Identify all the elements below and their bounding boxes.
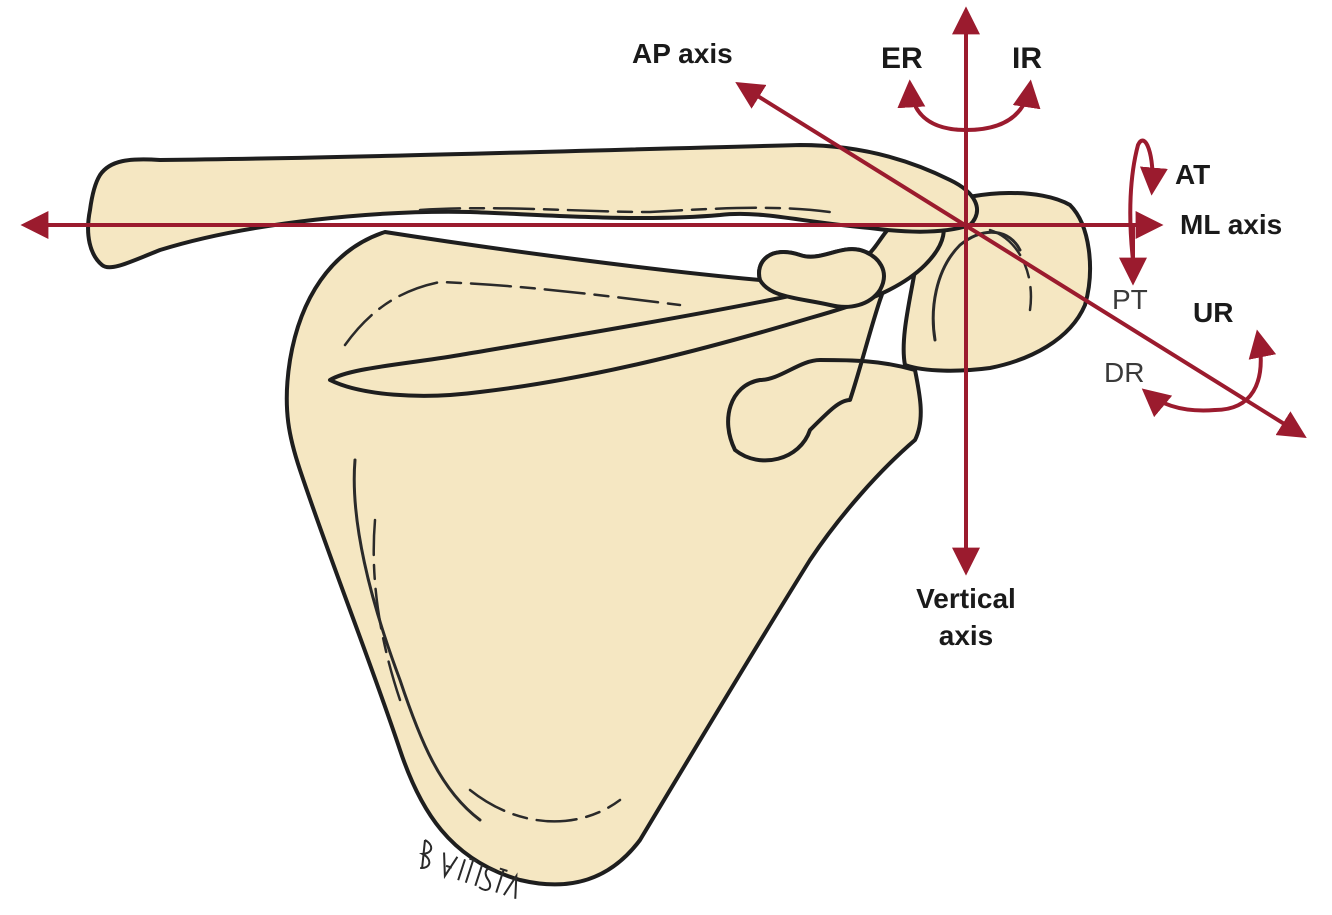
ml-axis-label: ML axis: [1180, 209, 1282, 240]
er-label: ER: [881, 42, 923, 75]
ir-rotation-arrow: [966, 85, 1030, 130]
ur-label: UR: [1193, 297, 1233, 328]
at-label: AT: [1175, 159, 1210, 190]
dr-label: DR: [1104, 357, 1144, 388]
er-rotation-arrow: [910, 85, 966, 130]
ir-label: IR: [1012, 42, 1042, 75]
vertical-axis-label-line1: Vertical: [916, 583, 1016, 614]
dr-rotation-arrow: [1146, 392, 1215, 410]
scapula: [287, 193, 1090, 884]
vertical-axis-label-line2: axis: [939, 620, 994, 651]
ur-rotation-arrow: [1215, 335, 1261, 410]
ap-axis-label: AP axis: [632, 38, 733, 69]
pt-label: PT: [1112, 284, 1148, 315]
